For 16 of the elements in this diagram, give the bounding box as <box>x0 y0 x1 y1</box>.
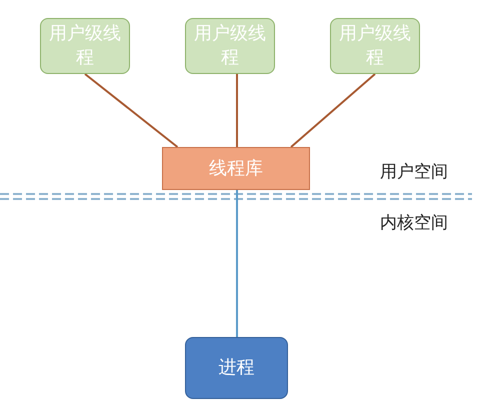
thread-box <box>40 18 130 74</box>
connector-line <box>236 74 238 147</box>
process-box <box>185 337 288 399</box>
connector-line <box>290 73 376 148</box>
node-label: 用户级线程 <box>48 22 122 70</box>
space-label: 用户空间 <box>380 161 448 183</box>
space-label: 内核空间 <box>380 212 448 234</box>
library-box <box>162 147 310 190</box>
thread-box <box>330 18 420 74</box>
connector-line <box>236 190 238 337</box>
node-label: 用户级线程 <box>193 22 267 70</box>
connector-line <box>84 73 178 148</box>
node-label: 进程 <box>218 356 254 380</box>
node-label: 线程库 <box>209 156 263 180</box>
thread-box <box>185 18 275 74</box>
node-label: 用户级线程 <box>338 22 412 70</box>
